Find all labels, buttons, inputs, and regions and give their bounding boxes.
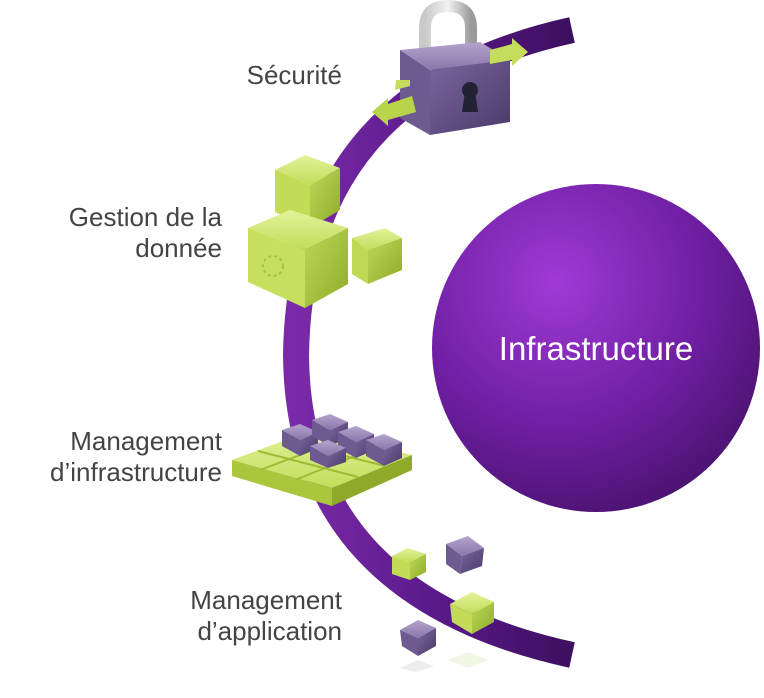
infrastructure-circle — [432, 184, 760, 512]
infrastructure-management-label-line2: d’infrastructure — [50, 457, 222, 487]
data-management-label-line1: Gestion de la — [68, 202, 222, 232]
cubes-icon — [392, 536, 494, 672]
tray-icon — [232, 414, 412, 506]
lock-icon — [372, 0, 528, 135]
application-management-label-line2: d’application — [197, 616, 342, 646]
infrastructure-center-label: Infrastructure — [498, 330, 694, 367]
application-management-label-line1: Management — [190, 585, 342, 615]
application-management-label: Management d’application — [190, 585, 342, 647]
data-management-label: Gestion de la donnée — [69, 202, 222, 264]
boxes-icon — [248, 155, 402, 308]
infrastructure-management-label-line1: Management — [70, 426, 222, 456]
security-label-text: Sécurité — [246, 60, 342, 90]
infrastructure-management-label: Management d’infrastructure — [50, 426, 222, 488]
security-label: Sécurité — [247, 60, 342, 91]
data-management-label-line2: donnée — [135, 233, 222, 263]
